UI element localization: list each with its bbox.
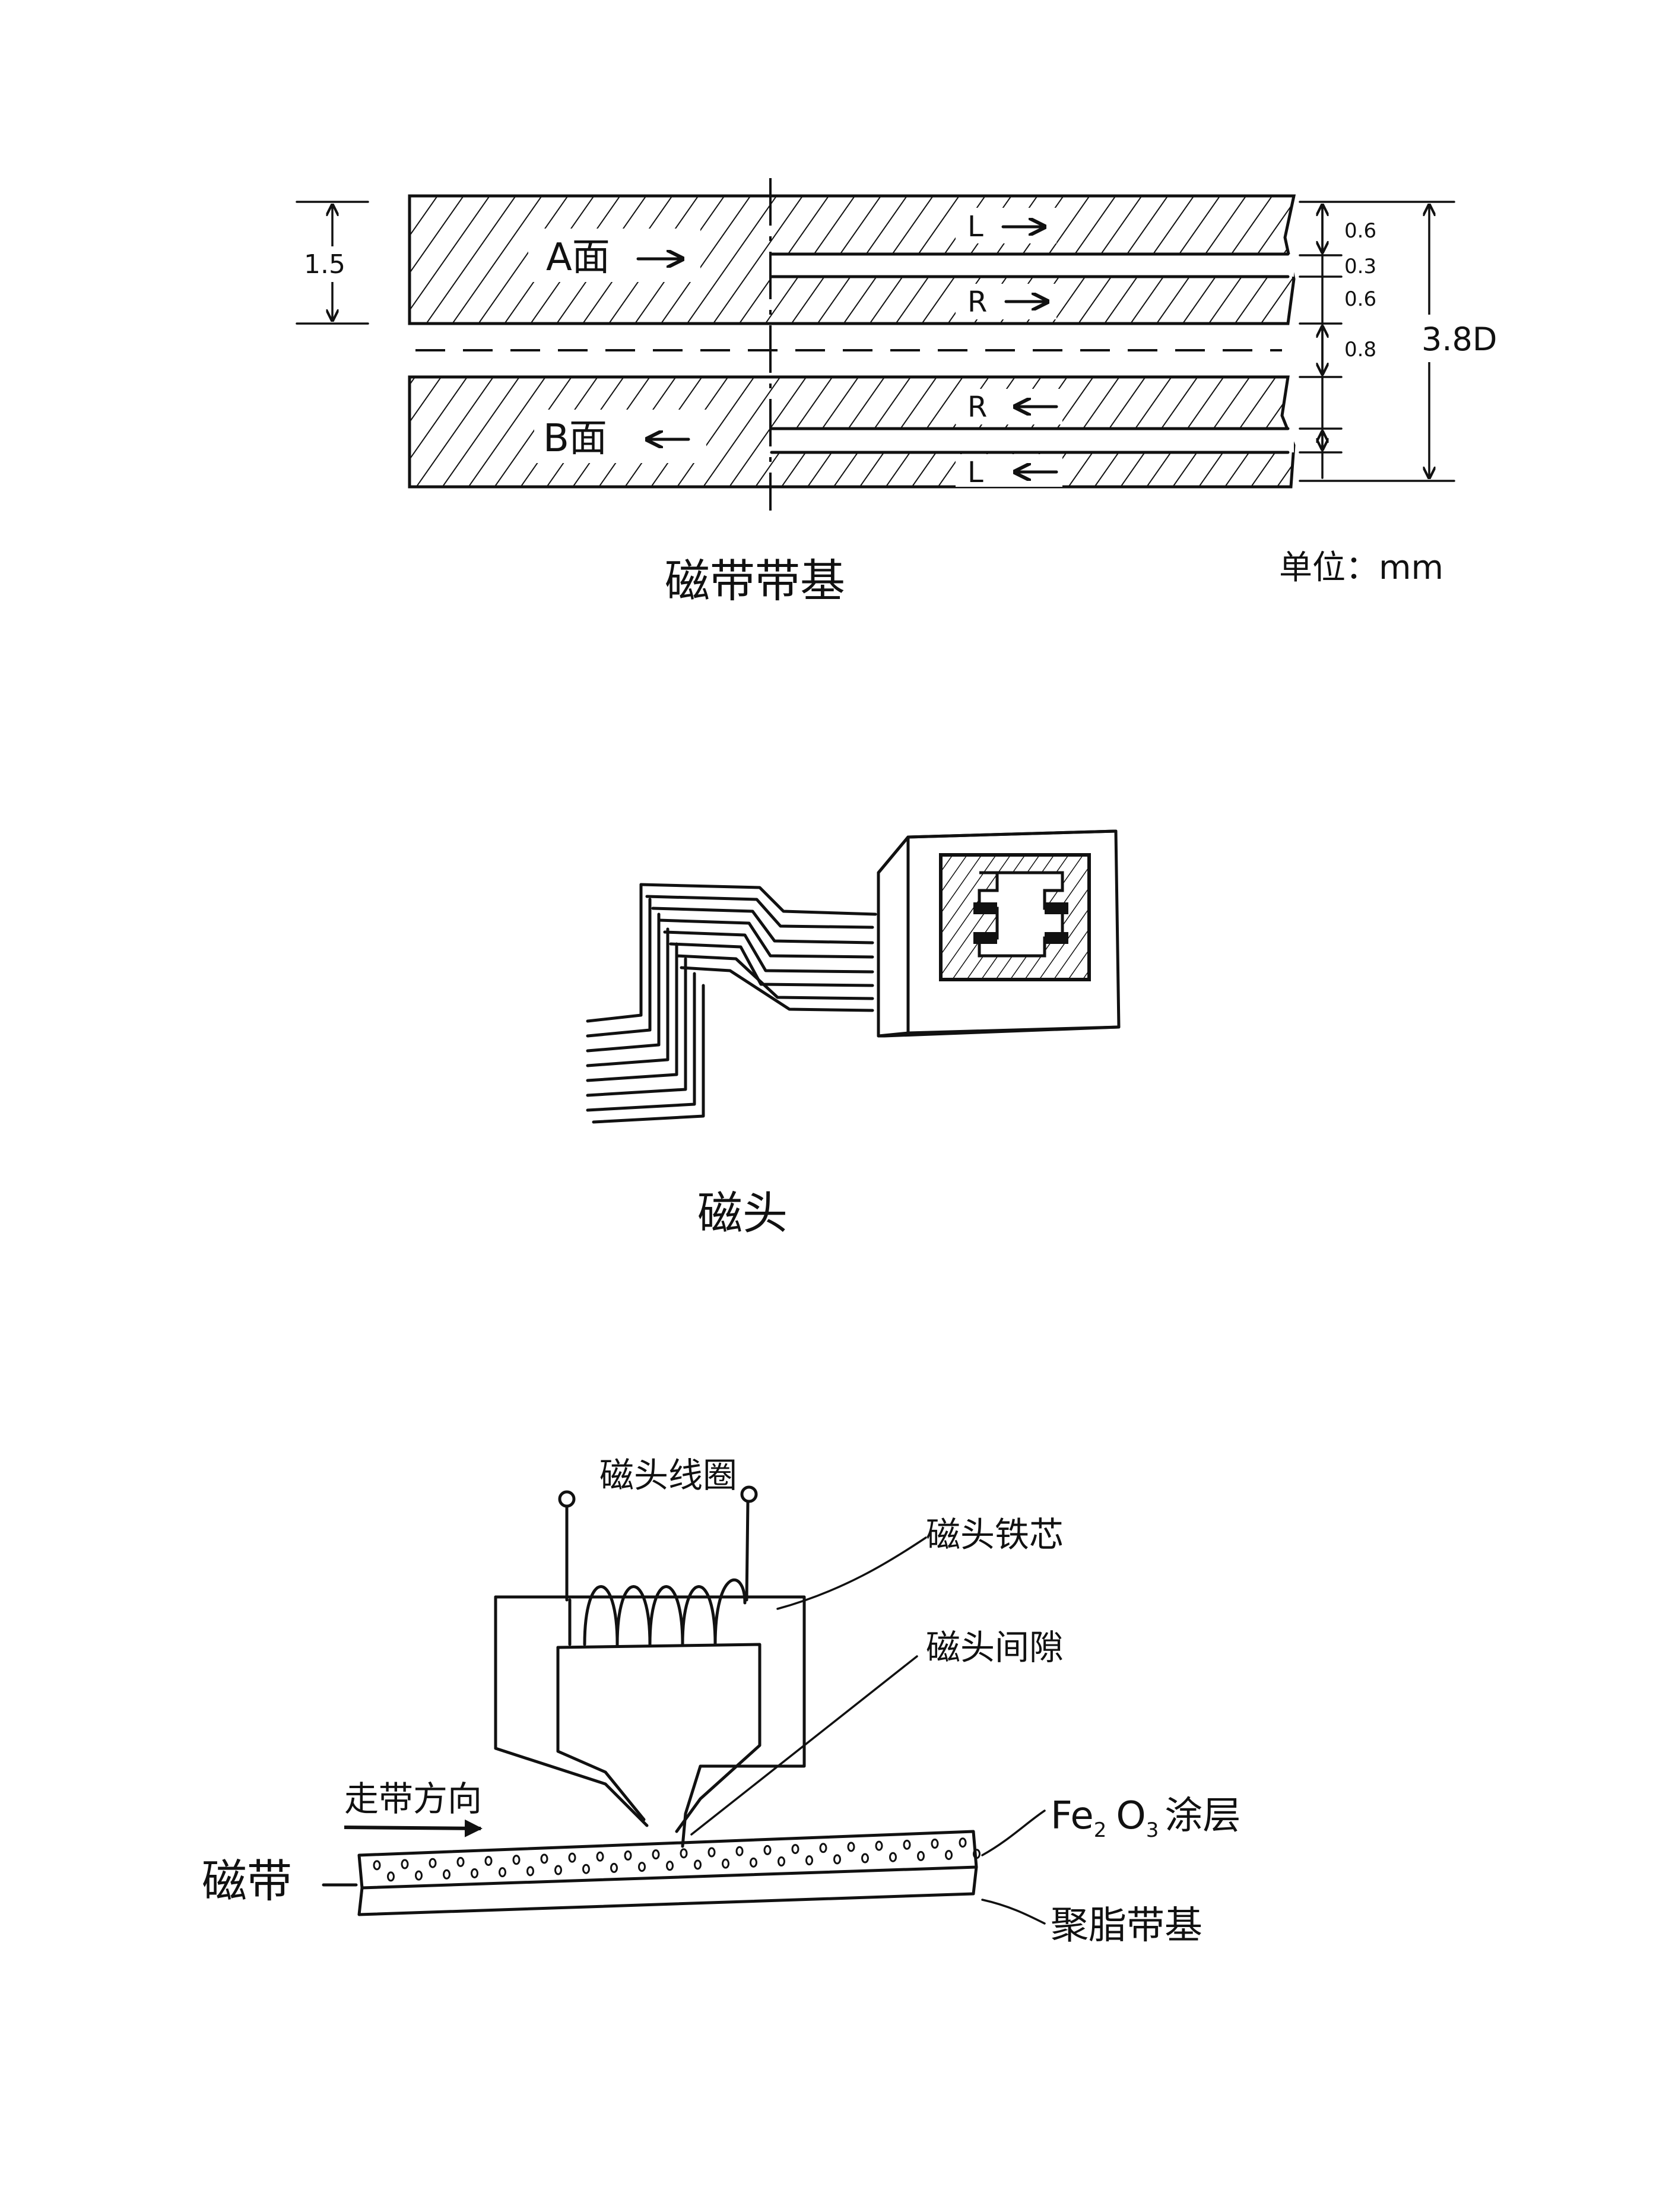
oxide-particle [484,1856,493,1866]
dimension-center: 0.8 [1344,338,1376,362]
oxide-particle [889,1852,897,1862]
base-label: 聚脂带基 [1051,1904,1202,1948]
dimension-gap: 0.3 [1344,255,1376,278]
oxide-particle [973,1849,981,1859]
head-ribbon-cable [586,883,877,1124]
oxide-particle [526,1866,534,1877]
oxide-particle [931,1839,939,1849]
track-gap-b [772,429,1294,452]
tape-direction-label: 走带方向 [344,1779,482,1819]
oxide-particle [499,1867,506,1878]
oxide-particle [624,1850,632,1861]
coil-label: 磁头线圈 [599,1455,737,1495]
gap-label: 磁头间隙 [926,1627,1064,1668]
magnetic-head-caption: 磁头 [697,1187,788,1240]
track-l-bottom-label: L [967,456,983,489]
coil-terminal-left [558,1490,576,1508]
oxide-particle [917,1850,925,1861]
oxide-particle [568,1852,576,1863]
oxide-particle [875,1840,883,1851]
oxide-particle [554,1865,562,1875]
coil-windings [568,1579,747,1646]
oxide-particle [707,1847,716,1858]
tape-base-layer [357,1865,978,1916]
dimension-second-track: 0.6 [1344,287,1376,311]
unit-label: 单位：mm [1279,549,1443,587]
head-gap-pole [978,871,1064,958]
track-gap-a [772,254,1294,277]
magnetic-head-diagram: 磁头 [586,829,1121,1240]
track-r-top-label: R [967,286,987,319]
oxide-particle [666,1861,674,1871]
oxide-particle [847,1842,855,1852]
tape-track-diagram: A面 B面 L R R L 1.5 [296,178,1519,607]
dimension-top-track: 0.6 [1344,219,1376,243]
oxide-particle [429,1858,437,1868]
tape-base-caption: 磁带带基 [665,554,845,607]
oxide-particle [610,1862,618,1873]
oxide-particle [805,1855,813,1866]
oxide-particle [903,1839,911,1850]
oxide-particle [694,1859,702,1870]
oxide-particle [722,1858,729,1869]
side-b-label: B面 [543,417,607,461]
tape-direction-arrow [344,1819,483,1837]
oxide-particle [373,1860,381,1871]
oxide-particle [735,1846,744,1856]
dimension-right: 0.6 0.3 0.6 0.8 3.8D [1299,201,1519,482]
oxide-particle [596,1851,604,1862]
dimension-left-value: 1.5 [304,249,345,280]
head-block-bottom [877,1025,1121,1038]
head-core-inner [556,1643,761,1833]
oxide-particle [401,1859,409,1869]
oxide-particle [638,1862,646,1872]
oxide-particle [819,1843,827,1853]
track-r-bottom-label: R [967,391,987,424]
track-l-top-label: L [967,210,983,243]
core-label: 磁头铁芯 [926,1514,1064,1555]
oxide-particle [415,1870,423,1881]
oxide-particle [791,1844,799,1855]
oxide-particle [945,1850,953,1861]
oxide-particle [471,1868,478,1878]
oxide-particle [763,1845,772,1855]
dimension-total: 3.8D [1421,321,1497,358]
oxide-particle [582,1864,590,1874]
oxide-particle [443,1869,450,1880]
oxide-particle [680,1848,688,1859]
oxide-particle [456,1856,465,1867]
recording-principle-diagram: 磁头线圈 磁头铁芯 磁头间隙 走带方向 磁带 [202,1455,1240,1948]
oxide-particle [512,1855,521,1865]
oxide-particle [861,1853,869,1864]
dimension-left: 1.5 [296,201,369,325]
oxide-particle [750,1857,757,1868]
side-a-label: A面 [546,236,610,280]
oxide-particle [959,1837,967,1848]
oxide-particle [387,1871,395,1882]
tape-coating-layer [357,1830,978,1890]
oxide-particle [652,1849,660,1860]
oxide-particle [833,1854,841,1865]
tape-label: 磁带 [202,1855,292,1907]
coil-terminal-right [740,1485,758,1503]
oxide-particle [778,1856,785,1867]
coating-particles [373,1837,981,1882]
oxide-particle [540,1853,548,1864]
